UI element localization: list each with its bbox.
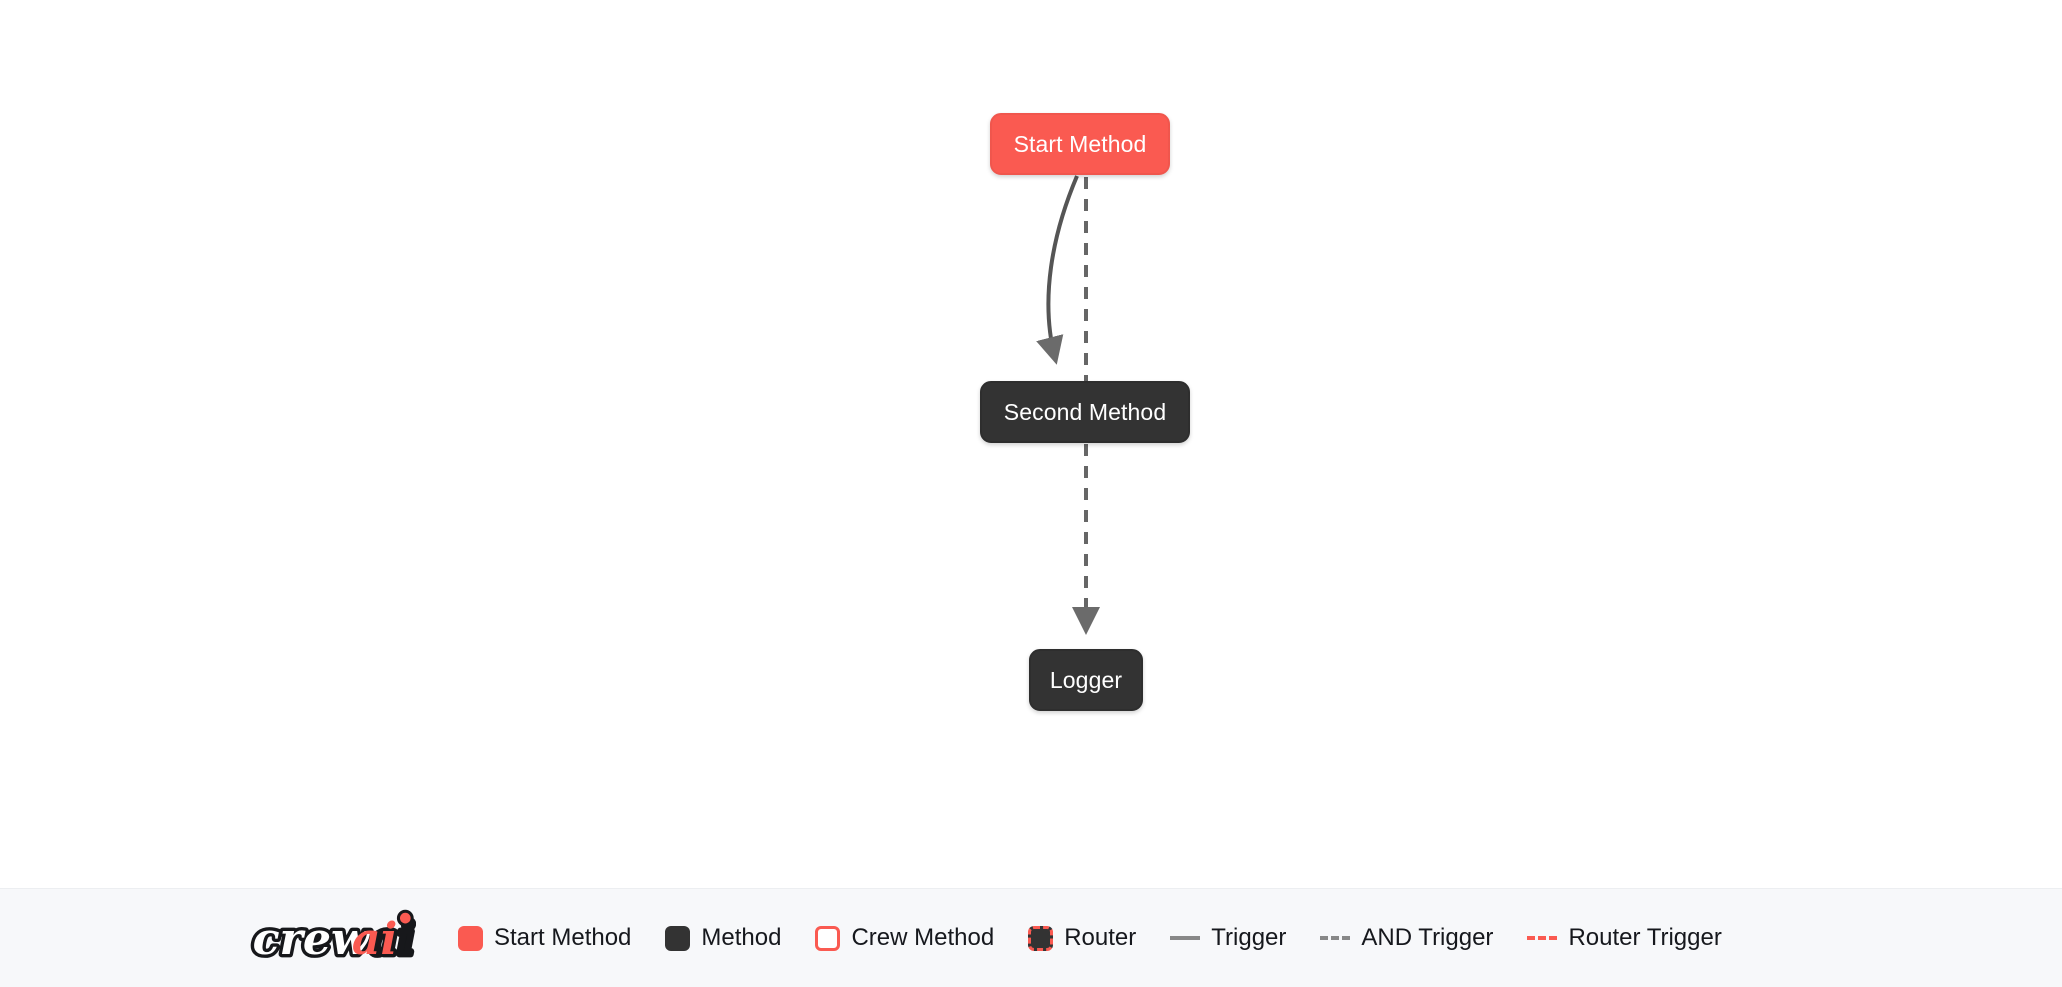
start-method-swatch-icon — [458, 925, 483, 951]
router-swatch-icon — [1028, 925, 1054, 951]
flow-node-start-method[interactable]: Start Method — [990, 113, 1170, 175]
legend-label: Crew Method — [851, 924, 995, 951]
flow-node-label: Logger — [1049, 666, 1123, 693]
method-swatch-icon — [665, 925, 691, 951]
crewai-logo: crewai crew ai — [249, 909, 416, 969]
legend-item-router-trigger: Router Trigger — [1527, 924, 1722, 951]
logo-text-accent: ai — [352, 913, 398, 965]
flow-node-logger[interactable]: Logger — [1029, 649, 1143, 711]
legend-bar: crewai crew ai Start Method Method Crew … — [0, 888, 2062, 987]
legend-item-trigger: Trigger — [1170, 926, 1286, 950]
legend-label: Method — [701, 924, 782, 951]
legend-label: Router Trigger — [1568, 924, 1722, 951]
flow-node-label: Start Method — [1013, 130, 1147, 157]
legend-label: Trigger — [1211, 924, 1287, 951]
and-trigger-line-icon — [1320, 936, 1351, 940]
flow-node-label: Second Method — [1003, 398, 1167, 425]
logo-dot-icon — [396, 909, 414, 927]
flow-node-second-method[interactable]: Second Method — [980, 381, 1190, 443]
legend-item-and-trigger: AND Trigger — [1320, 926, 1493, 950]
edge-start-to-second-trigger — [1036, 175, 1079, 365]
legend-label: Router — [1064, 924, 1137, 951]
legend-item-start-method: Start Method — [458, 924, 632, 951]
logo-outline: crewai — [253, 913, 415, 965]
legend-item-router: Router — [1028, 924, 1137, 951]
legend-item-method: Method — [665, 924, 782, 951]
flow-canvas[interactable]: Start Method Second Method Logger — [0, 0, 2062, 888]
trigger-line-icon — [1170, 936, 1201, 940]
legend-items: Start Method Method Crew Method Router T… — [458, 924, 1722, 951]
logo-text-primary: crew — [253, 913, 371, 965]
legend-label: Start Method — [494, 924, 632, 951]
legend-label: AND Trigger — [1361, 924, 1494, 951]
crew-method-swatch-icon — [815, 925, 841, 951]
legend-item-crew-method: Crew Method — [815, 924, 995, 951]
router-trigger-line-icon — [1527, 936, 1558, 940]
